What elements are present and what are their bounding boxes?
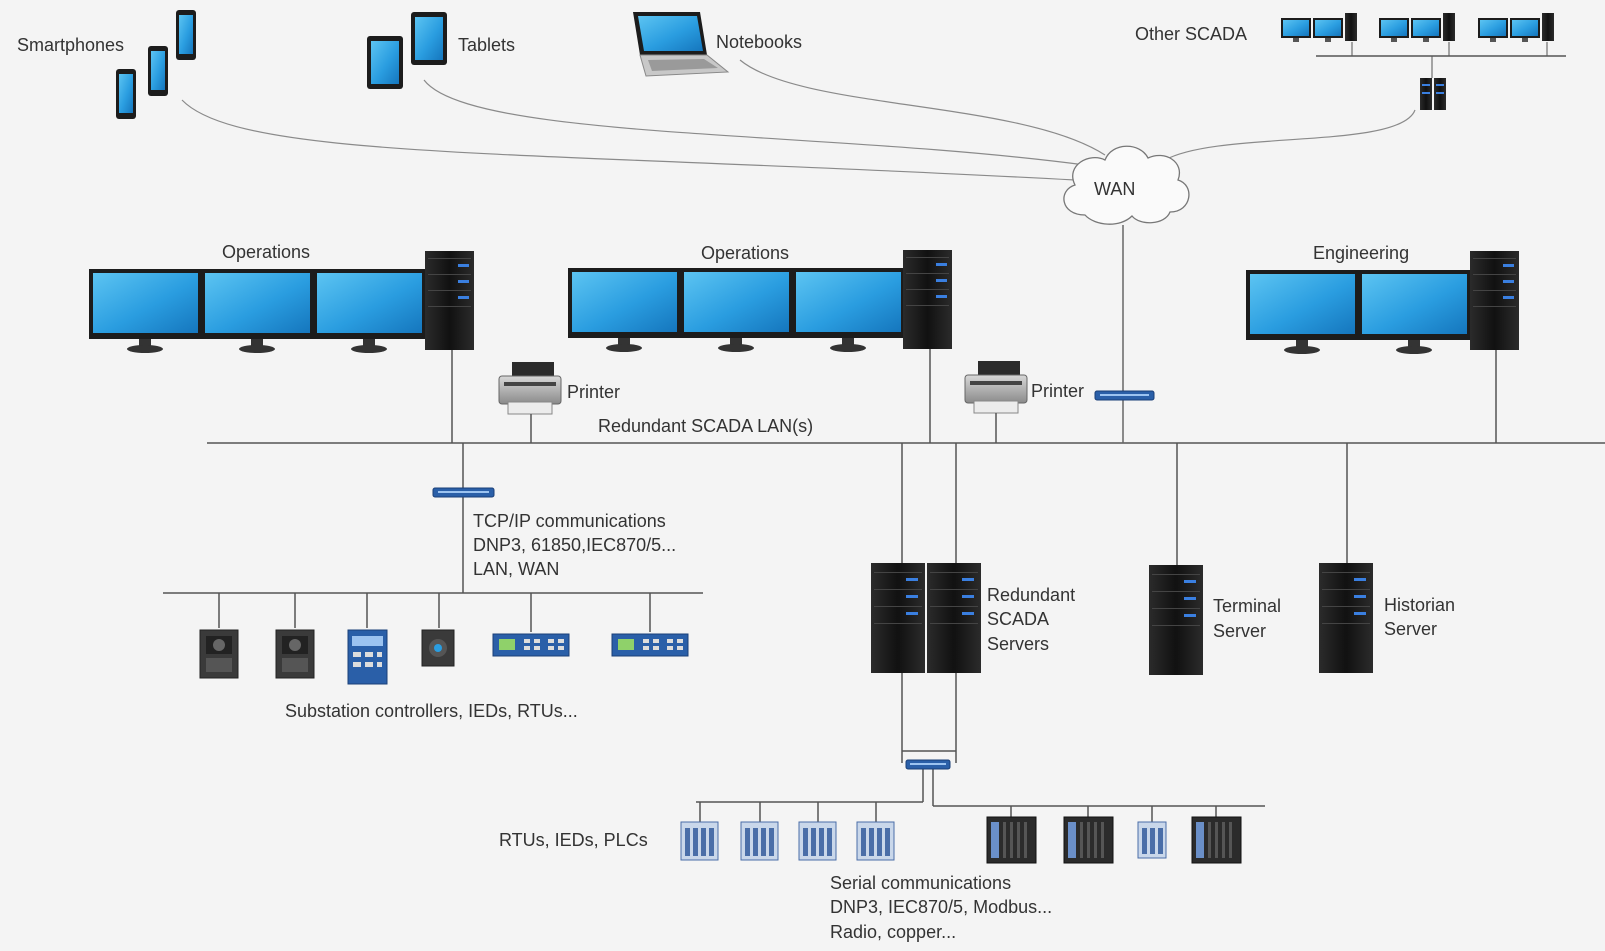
redundant-servers-line-2: SCADA	[987, 609, 1049, 629]
rtu-panel-icon	[611, 633, 689, 657]
rtu-panel-icon	[492, 633, 570, 657]
wan-cloud: WAN	[1063, 145, 1190, 225]
meter-icon	[421, 629, 455, 667]
other-scada-server-icon	[1420, 78, 1446, 110]
historian-server: Historian Server	[1319, 563, 1455, 673]
mini-workstation-icon	[1478, 13, 1554, 42]
smartphone-icon	[116, 69, 136, 119]
mini-workstation-icon	[1281, 13, 1357, 42]
operations-workstation-2: Operations	[568, 243, 952, 352]
redundant-servers-line-1: Redundant	[987, 585, 1075, 605]
tablet-icon	[367, 36, 403, 89]
tcpip-line-2: DNP3, 61850,IEC870/5...	[473, 535, 676, 555]
mini-workstation-icon	[1379, 13, 1455, 42]
printer-icon	[964, 361, 1028, 414]
tcpip-line-3: LAN, WAN	[473, 559, 559, 579]
historian-server-line-1: Historian	[1384, 595, 1455, 615]
network-switch-icon	[905, 759, 951, 770]
smartphones-label: Smartphones	[17, 35, 124, 55]
monitor-icon	[201, 269, 314, 353]
serial-devices	[680, 816, 1242, 864]
engineering-workstation: Engineering	[1246, 243, 1519, 354]
terminal-server-line-2: Server	[1213, 621, 1266, 641]
serial-line-3: Radio, copper...	[830, 922, 956, 942]
substation-label: Substation controllers, IEDs, RTUs...	[285, 701, 578, 721]
plc-module-icon	[856, 821, 895, 861]
plc-module-icon	[798, 821, 837, 861]
network-switch-icon	[432, 487, 495, 498]
notebook-icon	[633, 12, 730, 77]
serial-line-2: DNP3, IEC870/5, Modbus...	[830, 897, 1052, 917]
ied-relay-icon	[275, 629, 315, 679]
rtu-rack-icon	[1191, 816, 1242, 864]
rtu-rack-icon	[986, 816, 1037, 864]
wan-link-other-scada	[1164, 109, 1416, 161]
notebooks-label: Notebooks	[716, 32, 802, 52]
redundant-servers-line-3: Servers	[987, 634, 1049, 654]
tablets-label: Tablets	[458, 35, 515, 55]
wan-link-notebooks	[739, 59, 1106, 156]
rtu-controller-icon	[347, 629, 388, 685]
rtu-rack-icon	[1063, 816, 1114, 864]
terminal-server: Terminal Server	[1149, 565, 1281, 675]
tablet-icon	[411, 12, 447, 65]
plc-module-icon	[740, 821, 779, 861]
wan-label: WAN	[1094, 179, 1135, 199]
rtus-label: RTUs, IEDs, PLCs	[499, 830, 648, 850]
wan-link-smartphones	[181, 99, 1076, 181]
ied-relay-icon	[199, 629, 239, 679]
monitor-icon	[89, 269, 202, 353]
printer-2-label: Printer	[1031, 381, 1084, 401]
workstation-tower-icon	[1470, 251, 1519, 350]
server-rack-icon	[927, 563, 981, 673]
monitor-icon	[680, 268, 793, 352]
tcpip-label-block: TCP/IP communications DNP3, 61850,IEC870…	[473, 511, 676, 579]
smartphones-group: Smartphones	[17, 10, 196, 119]
smartphone-icon	[148, 46, 168, 96]
operations-1-label: Operations	[222, 242, 310, 262]
server-rack-icon	[1149, 565, 1203, 675]
smartphone-icon	[176, 10, 196, 60]
printer-1: Printer	[498, 362, 620, 415]
printer-1-label: Printer	[567, 382, 620, 402]
monitor-icon	[792, 268, 905, 352]
other-scada-label: Other SCADA	[1135, 24, 1247, 44]
other-scada-group: Other SCADA	[1135, 13, 1566, 110]
operations-workstation-1: Operations	[89, 242, 474, 353]
redundant-scada-servers: Redundant SCADA Servers	[871, 563, 1075, 673]
monitor-icon	[1246, 270, 1359, 354]
tablets-group: Tablets	[367, 12, 515, 89]
plc-module-icon	[680, 821, 719, 861]
tcpip-line-1: TCP/IP communications	[473, 511, 666, 531]
lan-label: Redundant SCADA LAN(s)	[598, 416, 813, 436]
workstation-tower-icon	[903, 250, 952, 349]
printer-2: Printer	[964, 361, 1084, 414]
serial-line-1: Serial communications	[830, 873, 1011, 893]
workstation-tower-icon	[425, 251, 474, 350]
engineering-label: Engineering	[1313, 243, 1409, 263]
monitor-icon	[313, 269, 426, 353]
network-wiring	[163, 225, 1605, 822]
plc-module-icon	[1137, 821, 1167, 859]
monitor-icon	[1358, 270, 1471, 354]
server-rack-icon	[871, 563, 925, 673]
wan-link-tablets	[423, 79, 1086, 166]
network-switch-icon	[1094, 390, 1155, 401]
historian-server-line-2: Server	[1384, 619, 1437, 639]
substation-devices	[199, 629, 689, 685]
terminal-server-line-1: Terminal	[1213, 596, 1281, 616]
serial-label-block: Serial communications DNP3, IEC870/5, Mo…	[830, 873, 1052, 942]
operations-2-label: Operations	[701, 243, 789, 263]
printer-icon	[498, 362, 562, 415]
wan-connections	[181, 59, 1416, 181]
monitor-icon	[568, 268, 681, 352]
server-rack-icon	[1319, 563, 1373, 673]
